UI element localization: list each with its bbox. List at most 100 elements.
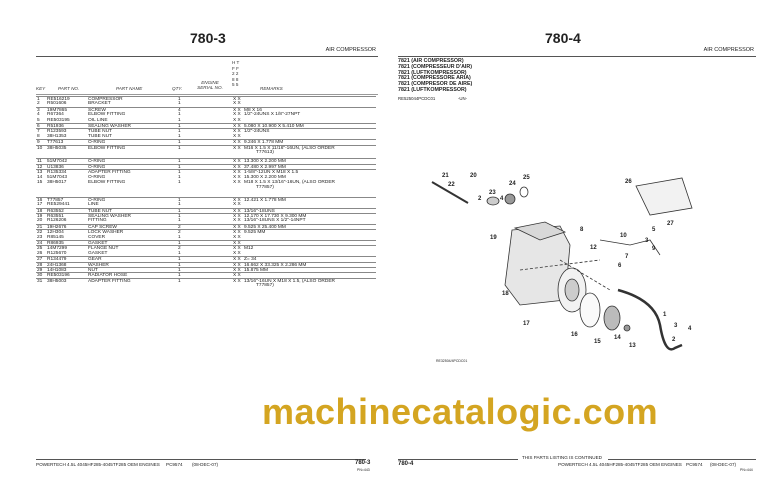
callout-number: 5 <box>652 227 656 233</box>
row-key: 30 <box>37 273 43 279</box>
row-part-name: TUBE NUT <box>88 208 112 214</box>
row-remarks: M8 X 16 <box>244 107 262 113</box>
row-part-no: R135334 <box>47 170 67 176</box>
row-ht: X X <box>233 246 241 252</box>
bracket <box>635 177 693 216</box>
row-part-name: COMPRESSOR <box>88 97 123 102</box>
callout-number: 3 <box>674 323 678 329</box>
assembly-title: 7821 (COMPRESSORE ARIA) <box>398 75 471 82</box>
assembly-title: 7821 (AIR COMPRESSOR) <box>398 58 464 64</box>
callout-number: 16 <box>571 332 578 338</box>
callout-number: 23 <box>489 190 496 196</box>
row-part-name: ADAPTER FITTING <box>88 278 131 284</box>
row-remarks-continued: T77857) <box>256 283 274 289</box>
row-ht: X X <box>233 268 241 273</box>
row-key: 2 <box>37 101 40 107</box>
row-part-name: BRACKET <box>88 101 111 107</box>
row-ht: X X <box>233 129 241 135</box>
row-ht: X X <box>233 214 241 219</box>
row-part-name: ELBOW FITTING <box>88 112 126 118</box>
row-part-name: LINE <box>88 202 99 208</box>
row-ht: X X <box>233 97 241 102</box>
right-footer-page: 780-4 <box>398 461 414 467</box>
callout-number: 4 <box>688 326 692 332</box>
right-page-number: 780-4 <box>545 30 581 46</box>
row-qty: 1 <box>178 197 181 203</box>
right-footer-sub: PN=444 <box>740 468 753 472</box>
row-part-no: T77613 <box>47 140 64 146</box>
row-part-name: ELBOW FITTING <box>88 180 126 185</box>
row-key: 31 <box>37 278 43 284</box>
row-part-name: TUBE NUT <box>88 133 112 139</box>
row-remarks: 13/16"-16UN X M18 X 1.5, (ALSO ORDER <box>244 278 336 284</box>
row-key: 16 <box>37 197 43 203</box>
row-key: 17 <box>37 202 43 208</box>
compressor-shaft <box>564 278 580 302</box>
row-key: 9 <box>37 140 40 146</box>
right-footer-date: (08-DEC-07) <box>710 462 737 467</box>
row-qty: 1 <box>178 140 181 146</box>
callout-number: 12 <box>590 245 597 251</box>
row-key: 22 <box>37 230 43 236</box>
row-remarks: 37.480 X 2.997 MM <box>244 164 286 170</box>
row-part-no: RE503196 <box>47 273 70 279</box>
row-ht: X X <box>233 250 241 256</box>
row-ht: X X <box>233 218 241 224</box>
row-ht: X X <box>233 234 241 240</box>
row-remarks: 9.525 X 25.400 MM <box>244 224 286 230</box>
col-key: KEY <box>36 86 46 91</box>
watermark: machinecatalogic.com <box>262 391 659 432</box>
callout-number: 17 <box>523 321 530 327</box>
row-remarks: 12.170 X 17.730 X 9.300 MM <box>244 214 307 219</box>
left-page-number: 780-3 <box>190 30 226 46</box>
row-part-no: 51M7043 <box>47 174 68 180</box>
row-remarks: 1/2"-24UNS <box>244 129 270 135</box>
row-qty: 1 <box>178 268 181 273</box>
right-footer-engine: POWERTECH 4.5L 4045HF285-4045TF285 OEM E… <box>558 462 682 467</box>
gear <box>603 305 621 331</box>
left-footer-date: (08-DEC-07) <box>192 462 219 467</box>
row-part-name: TUBE NUT <box>88 129 112 135</box>
divider <box>398 459 518 460</box>
cover <box>486 196 500 206</box>
row-qty: 1 <box>178 257 181 263</box>
row-remarks: 9.246 X 1.778 MM <box>244 140 284 146</box>
row-key: 1 <box>37 97 40 102</box>
left-footer-sub: PN=443 <box>357 468 370 472</box>
row-remarks: 16.662 X 33.325 X 2.286 MM <box>244 262 307 268</box>
row-part-no: RE503195 <box>47 117 70 123</box>
row-remarks: 9.525 MM <box>244 230 266 236</box>
divider <box>608 459 756 460</box>
left-section-title: AIR COMPRESSOR <box>325 47 376 53</box>
left-footer-catalog: PC9574 <box>166 462 183 467</box>
row-ht: X X <box>233 112 241 118</box>
row-qty: 1 <box>178 208 181 214</box>
row-key: 27 <box>37 257 43 263</box>
assembly-title: 7821 (COMPRESSEUR D'AIR) <box>398 63 472 70</box>
row-part-no: RE516219 <box>47 97 70 102</box>
row-key: 7 <box>37 129 40 135</box>
row-part-name: GASKET <box>88 250 108 256</box>
row-part-name: ADAPTER FITTING <box>88 170 131 176</box>
callout-number: 24 <box>509 181 516 187</box>
callout-number: 4 <box>500 196 504 202</box>
row-qty: 1 <box>178 112 181 118</box>
col-remarks: REMARKS <box>260 86 283 91</box>
callout-number: 10 <box>620 233 627 239</box>
row-remarks: 12.421 X 1.778 MM <box>244 197 286 203</box>
callout-number: 13 <box>629 343 636 349</box>
row-qty: 1 <box>178 145 181 151</box>
row-ht: X X <box>233 257 241 263</box>
